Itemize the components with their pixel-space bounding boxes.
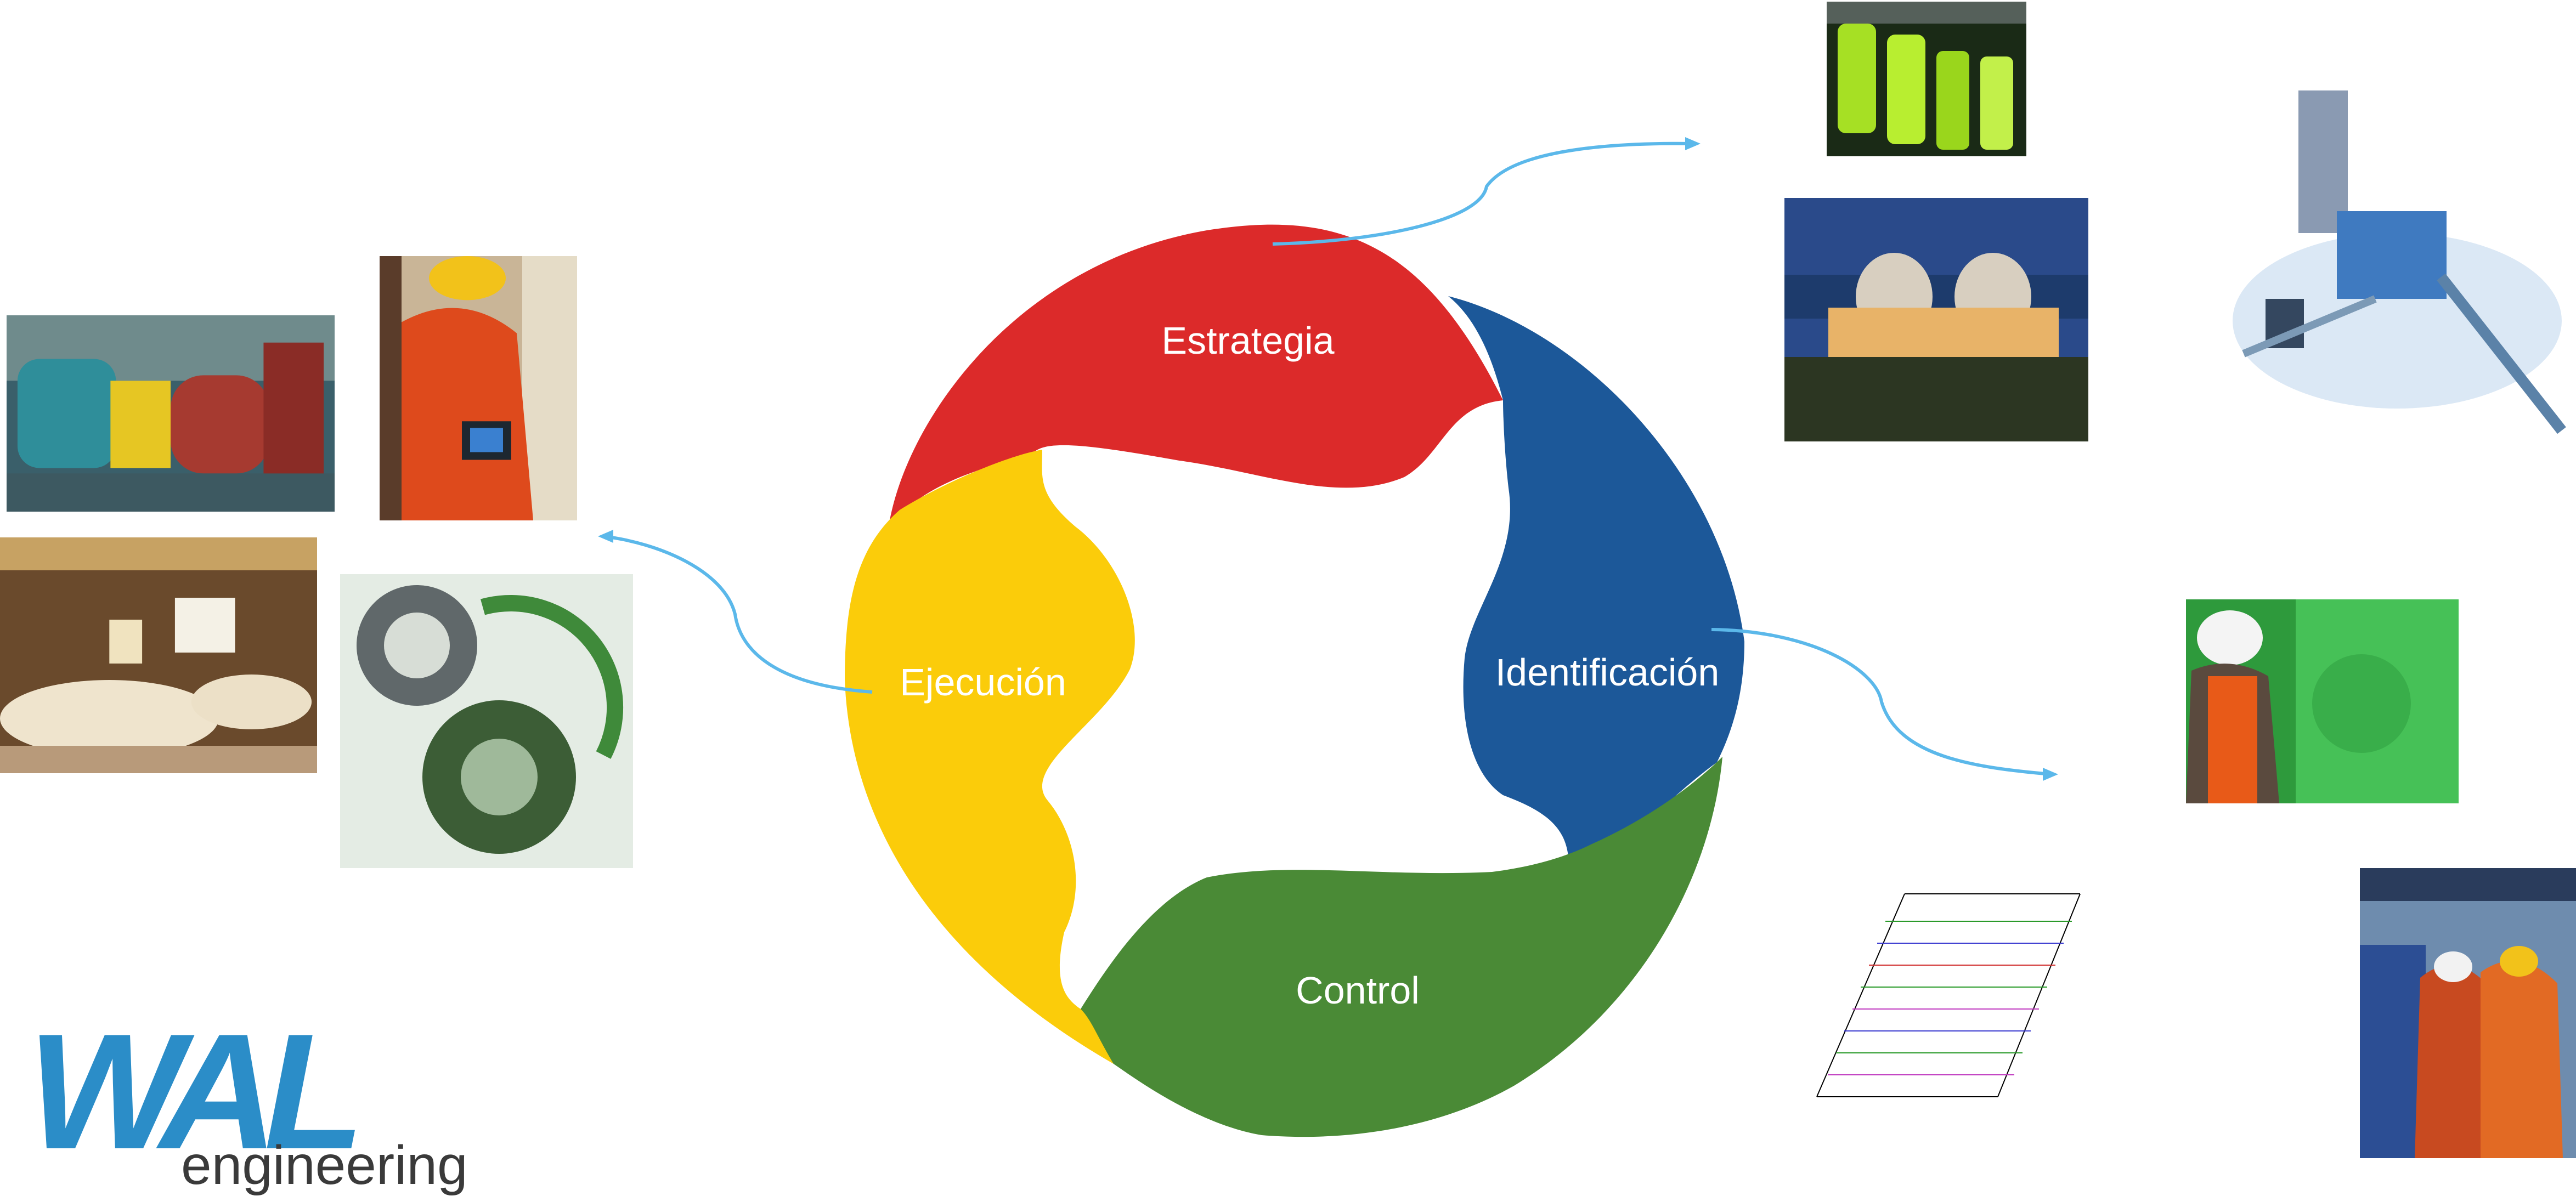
segment-control (1081, 757, 1722, 1137)
logo-subtitle: engineering (181, 1135, 468, 1196)
technicians-refinery-photo (2360, 868, 2576, 1158)
power-plant-photo (1784, 198, 2088, 441)
plant-3d-model-image (2211, 69, 2576, 439)
pump-motor-photo (7, 315, 335, 512)
label-control: Control (1296, 969, 1420, 1012)
cycle-diagram: Estrategia Identificación Control Ejecuc… (598, 137, 2058, 1137)
label-identificacion: Identificación (1495, 651, 1720, 694)
arrow-identificacion (1711, 628, 2052, 776)
arrowhead-ejecucion (598, 530, 613, 543)
arrowhead-identificacion (2043, 768, 2058, 781)
arrow-ejecucion (603, 535, 873, 694)
wal-engineering-logo: WAL engineering (27, 1009, 468, 1193)
connector-arrows (598, 137, 2058, 781)
label-estrategia: Estrategia (1161, 319, 1334, 362)
logo-wordmark: WAL (27, 999, 364, 1183)
training-room-photo (0, 537, 317, 773)
segment-estrategia (889, 224, 1503, 526)
lubricated-gears-photo (340, 574, 633, 868)
vibration-spectrum-plot-image (1795, 877, 2100, 1120)
arrow-estrategia (1272, 141, 1696, 246)
label-ejecucion: Ejecución (900, 661, 1066, 704)
arrowhead-estrategia (1685, 137, 1701, 150)
segment-ejecucion (845, 450, 1135, 1064)
technician-analyzer-photo (380, 256, 577, 520)
technician-green-machine-photo (2186, 599, 2459, 803)
oil-bottles-photo (1827, 2, 2026, 156)
segment-identificacion (1448, 296, 1744, 866)
